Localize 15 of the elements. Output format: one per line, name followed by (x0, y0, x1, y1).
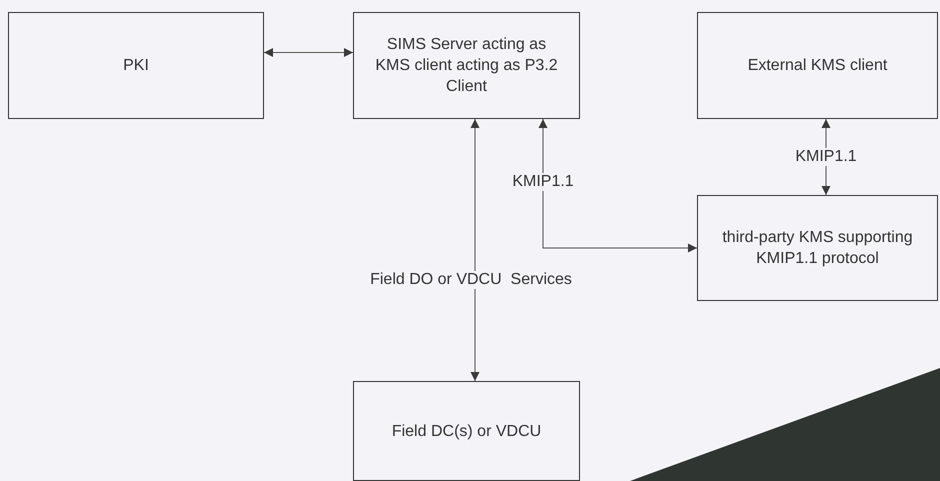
process-box (8, 12, 264, 119)
process-box (697, 12, 938, 119)
arrow (264, 48, 354, 57)
process-box (353, 12, 580, 119)
arrow (538, 118, 698, 252)
box-label: third-party KMS supporting KMIP1.1 protocol (721, 228, 914, 269)
box-label: External KMS client (748, 56, 888, 76)
arrow (470, 118, 480, 382)
box-label: SIMS Server acting as KMS client acting as P3.2 Client (374, 35, 559, 97)
edge-label: Field DO or VDCU Services (368, 271, 574, 289)
box-label: Field DC(s) or VDCU (392, 422, 542, 442)
box-label: PKI (123, 56, 149, 76)
process-box (353, 381, 580, 481)
arrow (822, 118, 830, 196)
process-box (697, 195, 938, 301)
